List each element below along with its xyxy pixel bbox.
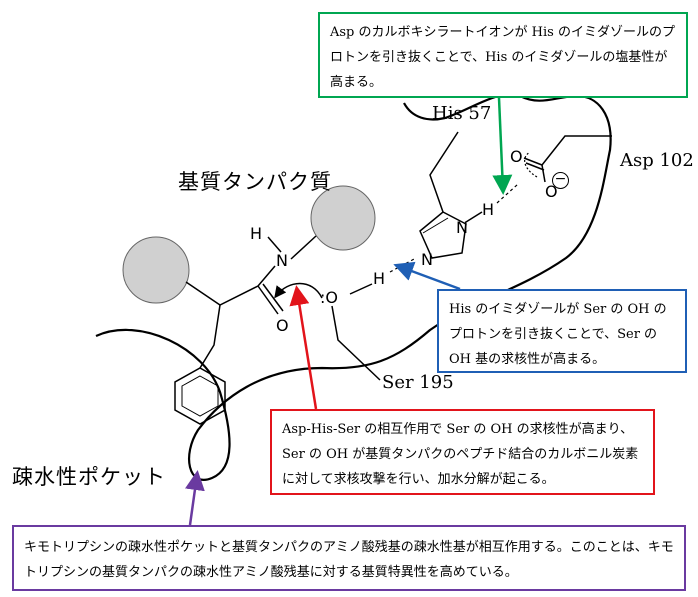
carbonyl-bond — [257, 285, 279, 315]
blue-note-text: His のイミダゾールが Ser の OH のプロトンを引き抜くことで、Ser … — [449, 302, 667, 367]
green-note-box: Asp のカルボキシラートイオンが His のイミダゾールのプロトンを引き抜くこ… — [318, 12, 688, 98]
carbonyl-O-atom: O — [276, 316, 289, 335]
blue-callout-arrow — [393, 261, 461, 291]
his57-label: His 57 — [432, 103, 492, 124]
substrate-residue-circle-left — [122, 236, 190, 304]
substrate-protein-label: 基質タンパク質 — [178, 170, 332, 194]
nucleophilic-attack-arrow — [274, 282, 323, 299]
purple-callout-arrow — [185, 470, 205, 526]
ser195-label: Ser 195 — [382, 372, 454, 393]
red-note-text: Asp-His-Ser の相互作用で Ser の OH の求核性が高まり、Ser… — [282, 422, 639, 487]
benzyl-side-chain — [199, 304, 221, 369]
asp102-label: Asp 102 — [620, 150, 694, 171]
benzene-ring — [174, 367, 226, 425]
hydrophobic-pocket-label: 疎水性ポケット — [12, 465, 166, 489]
his57-side-chain — [429, 131, 459, 213]
red-note-box: Asp-His-Ser の相互作用で Ser の OH の求核性が高まり、Ser… — [270, 409, 655, 495]
ser-O-atom: :O — [320, 288, 338, 307]
his-H-atom: H — [482, 200, 495, 219]
imidazole-double-bond — [422, 217, 449, 234]
green-callout-arrow — [492, 97, 513, 195]
carboxylate-bond-top — [523, 157, 543, 166]
ser-OH-bond — [349, 283, 373, 295]
asp-O-bottom-atom: O — [545, 182, 558, 201]
amide-NH-bond — [267, 236, 282, 253]
purple-note-text: キモトリプシンの疎水性ポケットと基質タンパクのアミノ酸残基の疎水性基が相互作用す… — [24, 540, 674, 580]
electron-push-arrow — [524, 151, 538, 178]
his-N-top-atom: N — [456, 218, 468, 237]
carboxylate-bond-bottom — [541, 164, 546, 183]
amide-N-atom: N — [276, 251, 288, 270]
ser-H-atom: H — [373, 269, 386, 288]
his-asp-hbond — [496, 183, 519, 204]
amide-H-atom: H — [250, 224, 263, 243]
imidazole-ring — [419, 211, 467, 259]
substrate-residue-circle-right — [310, 185, 376, 251]
ser195-side-chain — [331, 305, 381, 381]
green-note-text: Asp のカルボキシラートイオンが His のイミダゾールのプロトンを引き抜くこ… — [330, 25, 675, 90]
negative-charge-icon: − — [552, 172, 569, 189]
his-NH-bond — [465, 211, 483, 223]
blue-note-box: His のイミダゾールが Ser の OH のプロトンを引き抜くことで、Ser … — [437, 289, 687, 373]
benzene-inner-ring — [181, 375, 219, 417]
purple-note-box: キモトリプシンの疎水性ポケットと基質タンパクのアミノ酸残基の疎水性基が相互作用す… — [12, 525, 686, 591]
asp-O-top-atom: O — [510, 147, 523, 166]
carbonyl-double-bond — [262, 283, 284, 312]
asp102-side-chain — [541, 135, 612, 166]
carboxylate-double-bond — [525, 162, 545, 171]
his-N-bottom-atom: N — [421, 250, 433, 269]
red-callout-arrow — [289, 285, 318, 410]
substrate-backbone — [185, 235, 317, 306]
